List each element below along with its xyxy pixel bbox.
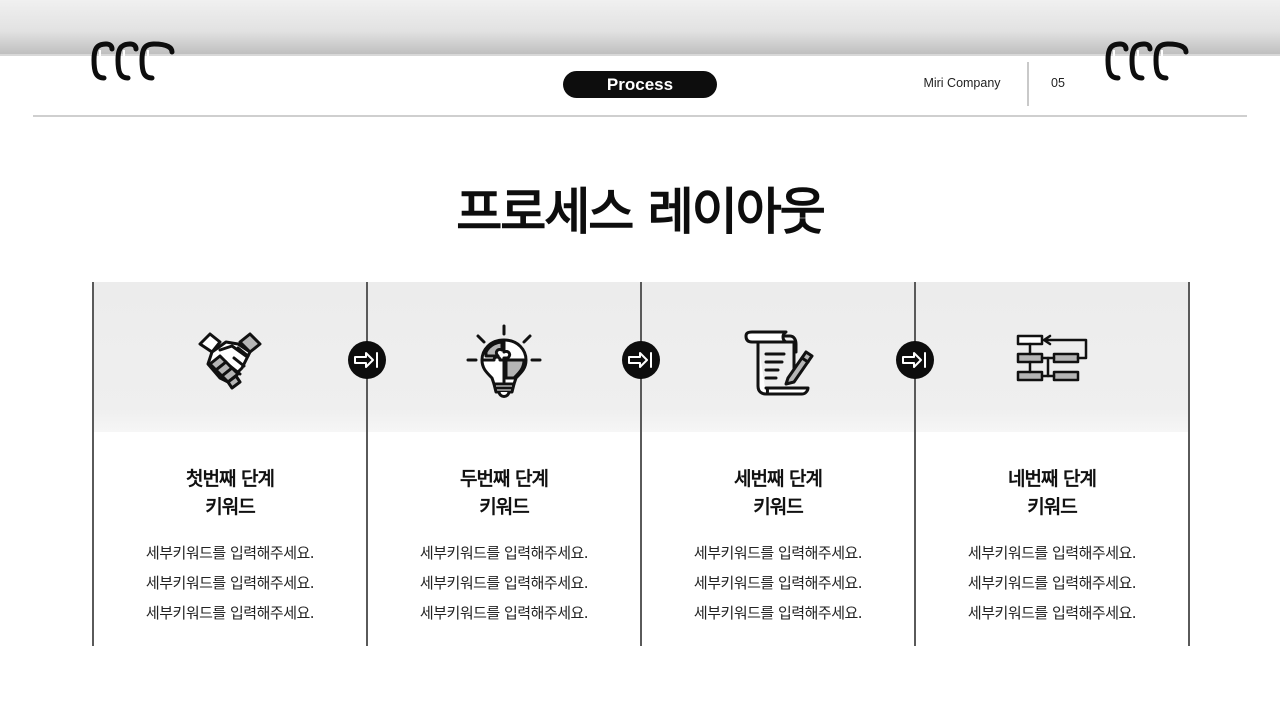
scroll-pen-icon: [738, 322, 818, 402]
step-heading-line2: 키워드: [205, 496, 255, 518]
arrow-right-to-bar-icon: [896, 341, 934, 379]
arrow-right-to-bar-icon: [348, 341, 386, 379]
step-detail: 세부키워드를 입력해주세요.: [967, 544, 1137, 562]
step-heading-line1: 첫번째 단계: [185, 468, 275, 490]
lightbulb-puzzle-icon: [464, 322, 544, 402]
step-heading: 첫번째 단계 키워드: [93, 465, 367, 521]
company-name: Miri Company: [923, 76, 1001, 90]
page-title: 프로세스 레이아웃: [456, 183, 825, 241]
step-heading-line2: 키워드: [753, 496, 803, 518]
step-detail: 세부키워드를 입력해주세요.: [967, 604, 1137, 622]
header-rule: [33, 115, 1247, 117]
process-badge: Process: [563, 71, 717, 98]
step-heading: 세번째 단계 키워드: [641, 465, 915, 521]
step-divider: [92, 282, 94, 646]
step-detail: 세부키워드를 입력해주세요.: [145, 574, 315, 592]
step-detail: 세부키워드를 입력해주세요.: [693, 544, 863, 562]
step-heading: 네번째 단계 키워드: [915, 465, 1189, 521]
handshake-icon: [190, 322, 270, 402]
step-detail: 세부키워드를 입력해주세요.: [419, 544, 589, 562]
binder-rings-icon: [1104, 40, 1194, 82]
step-detail: 세부키워드를 입력해주세요.: [419, 604, 589, 622]
step-detail: 세부키워드를 입력해주세요.: [967, 574, 1137, 592]
step-detail: 세부키워드를 입력해주세요.: [145, 544, 315, 562]
step-card-4: 네번째 단계 키워드 세부키워드를 입력해주세요. 세부키워드를 입력해주세요.…: [915, 282, 1189, 646]
page-top-shadow: [0, 0, 1280, 56]
step-panel: [641, 282, 915, 432]
step-card-3: 세번째 단계 키워드 세부키워드를 입력해주세요. 세부키워드를 입력해주세요.…: [641, 282, 915, 646]
page-number: 05: [1051, 76, 1065, 90]
flowchart-icon: [1012, 322, 1092, 402]
arrow-right-to-bar-icon: [622, 341, 660, 379]
step-heading-line1: 네번째 단계: [1007, 468, 1097, 490]
step-divider: [1188, 282, 1190, 646]
step-detail: 세부키워드를 입력해주세요.: [145, 604, 315, 622]
step-heading-line2: 키워드: [1027, 496, 1077, 518]
step-detail: 세부키워드를 입력해주세요.: [693, 574, 863, 592]
step-heading: 두번째 단계 키워드: [367, 465, 641, 521]
step-heading-line2: 키워드: [479, 496, 529, 518]
step-divider: [914, 282, 916, 646]
step-detail: 세부키워드를 입력해주세요.: [693, 604, 863, 622]
header-divider: [1027, 62, 1029, 106]
step-divider: [640, 282, 642, 646]
step-divider: [366, 282, 368, 646]
step-card-2: 두번째 단계 키워드 세부키워드를 입력해주세요. 세부키워드를 입력해주세요.…: [367, 282, 641, 646]
process-steps: 첫번째 단계 키워드 세부키워드를 입력해주세요. 세부키워드를 입력해주세요.…: [92, 282, 1190, 646]
binder-rings-icon: [90, 40, 180, 82]
step-card-1: 첫번째 단계 키워드 세부키워드를 입력해주세요. 세부키워드를 입력해주세요.…: [93, 282, 367, 646]
step-heading-line1: 두번째 단계: [459, 468, 549, 490]
step-detail: 세부키워드를 입력해주세요.: [419, 574, 589, 592]
step-heading-line1: 세번째 단계: [733, 468, 823, 490]
sheet-edge: [0, 54, 1280, 56]
